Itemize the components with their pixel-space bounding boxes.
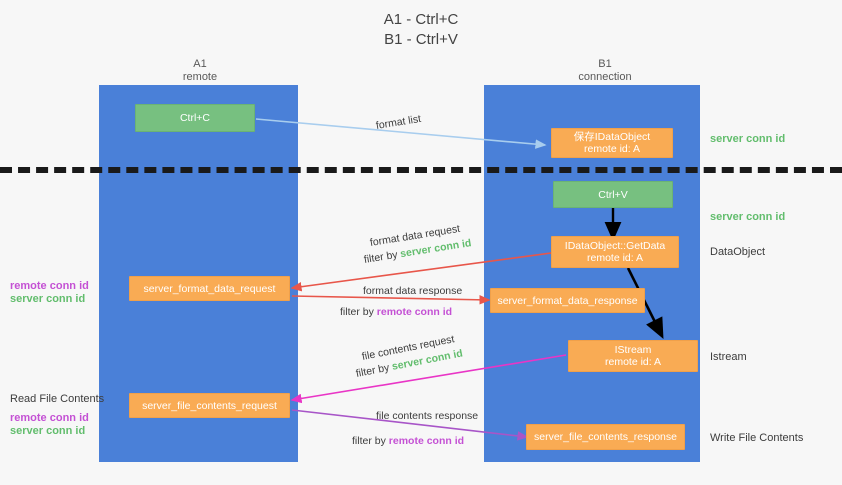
left-label-server-conn-id-1: server conn id	[10, 293, 86, 305]
node-getdata-line2: remote id: A	[586, 252, 644, 264]
filter-prefix-2: filter by	[340, 306, 377, 318]
column-header-b1: B1 connection	[540, 58, 670, 84]
node-save-idataobject-line2: remote id: A	[583, 143, 641, 155]
column-header-a1: A1 remote	[140, 58, 260, 84]
title-line-2: B1 - Ctrl+V	[384, 31, 458, 48]
node-server-format-data-request-label: server_format_data_request	[143, 282, 276, 295]
edge-label-format-data-response: format data response	[363, 285, 463, 297]
node-server-format-data-response[interactable]: server_format_data_response	[490, 288, 645, 313]
node-idataobject-getdata[interactable]: IDataObject::GetData remote id: A	[551, 236, 679, 268]
left-label-server-conn-id-2: server conn id	[10, 425, 86, 437]
edge-label-format-list: format list	[375, 112, 422, 132]
filter-prefix-4: filter by	[352, 435, 389, 447]
column-b1-sub: connection	[578, 71, 632, 83]
title-line-1: A1 - Ctrl+C	[383, 11, 459, 28]
left-label-remote-conn-id-1: remote conn id	[10, 280, 89, 292]
node-save-idataobject[interactable]: 保存IDataObject remote id: A	[551, 128, 673, 158]
node-server-file-contents-response-label: server_file_contents_response	[533, 431, 677, 443]
node-save-idataobject-line1: 保存IDataObject	[573, 131, 651, 143]
node-ctrl-c-label: Ctrl+C	[179, 112, 211, 124]
node-server-format-data-request[interactable]: server_format_data_request	[129, 276, 290, 301]
left-label-read-file-contents: Read File Contents	[10, 393, 105, 405]
node-ctrl-v-label: Ctrl+V	[598, 188, 628, 201]
node-ctrl-v[interactable]: Ctrl+V	[553, 181, 673, 208]
column-a1-name: A1	[193, 58, 207, 70]
edge-label-file-contents-response: file contents response	[376, 410, 479, 422]
right-label-istream: Istream	[710, 351, 747, 363]
phase-divider	[0, 167, 842, 173]
node-istream-line2: remote id: A	[604, 356, 662, 368]
node-istream-line1: IStream	[614, 344, 652, 356]
node-getdata-line1: IDataObject::GetData	[564, 240, 666, 252]
right-label-server-conn-id-mid: server conn id	[710, 211, 786, 223]
node-server-file-contents-request-label: server_file_contents_request	[142, 399, 277, 412]
column-a1-sub: remote	[182, 71, 218, 83]
page-title: A1 - Ctrl+C B1 - Ctrl+V	[0, 10, 842, 50]
right-label-server-conn-id-top: server conn id	[710, 133, 786, 145]
right-label-write-file-contents: Write File Contents	[710, 432, 804, 444]
filter-prefix-1: filter by	[363, 248, 402, 266]
node-server-file-contents-request[interactable]: server_file_contents_request	[129, 393, 290, 418]
node-istream[interactable]: IStream remote id: A	[568, 340, 698, 372]
column-b1-name: B1	[598, 58, 612, 70]
filter-value-4: remote conn id	[388, 435, 465, 447]
left-label-remote-conn-id-2: remote conn id	[10, 412, 89, 424]
node-ctrl-c[interactable]: Ctrl+C	[135, 104, 255, 132]
edge-label-file-contents-response-filter: filter by remote conn id	[352, 434, 464, 448]
filter-prefix-3: filter by	[354, 361, 394, 380]
filter-value-2: remote conn id	[376, 306, 453, 318]
right-label-dataobject: DataObject	[710, 246, 766, 258]
edge-label-format-data-response-filter: filter by remote conn id	[340, 305, 452, 319]
node-server-file-contents-response[interactable]: server_file_contents_response	[526, 424, 685, 450]
node-server-format-data-response-label: server_format_data_response	[497, 294, 638, 307]
